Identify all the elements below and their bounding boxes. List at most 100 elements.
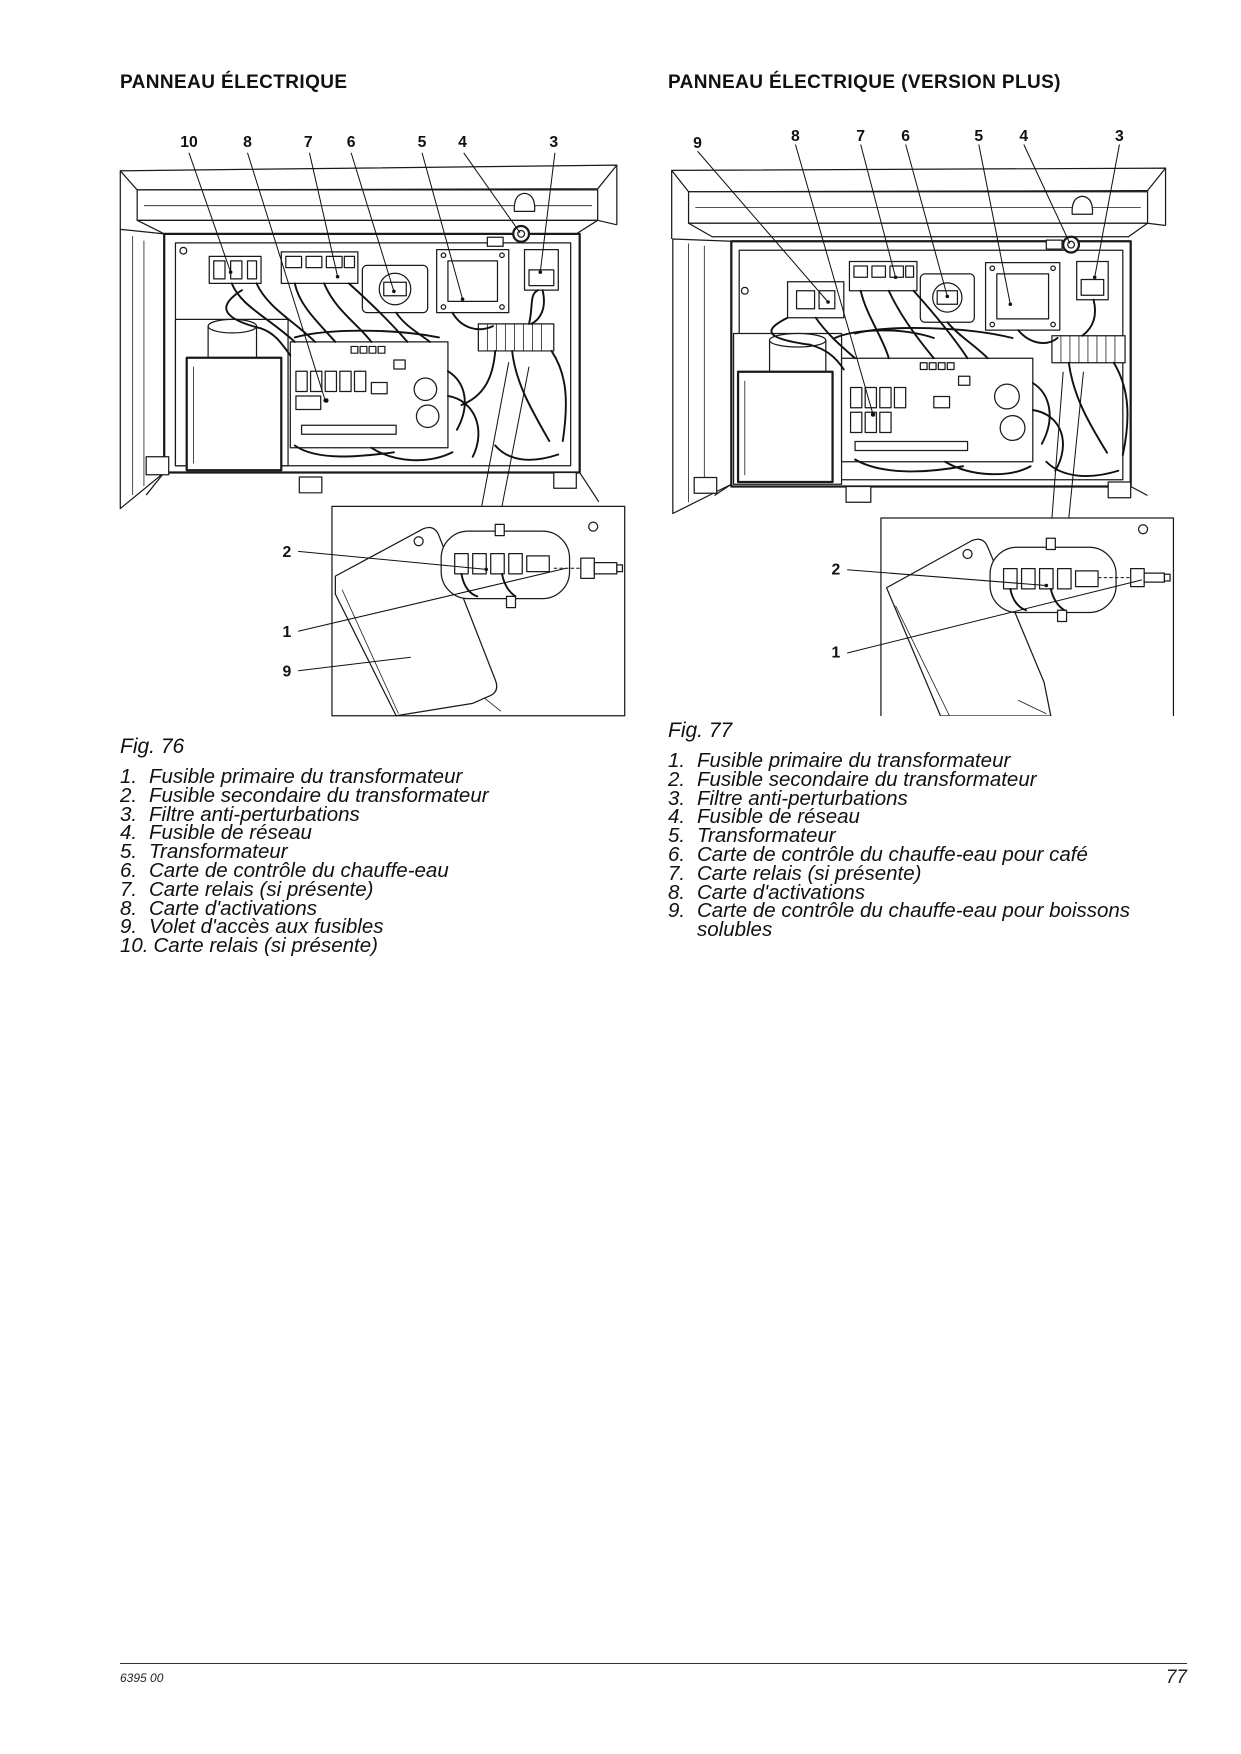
wiring-harness [770, 289, 1129, 477]
legend-item: 6. Carte de contrôle du chauffe-eau [120, 858, 640, 882]
legend-text: Carte relais (si présente) [153, 934, 378, 958]
legend-text: Carte d'activations [697, 880, 865, 904]
legend-number: 8. [120, 896, 138, 920]
callout-2: 2 [832, 561, 841, 578]
transformer [984, 262, 1061, 331]
legend-number: 8. [668, 880, 686, 904]
legend-text: Volet d'accès aux fusibles [149, 915, 384, 939]
legend-item: 5. Transformateur [668, 824, 1208, 848]
legend-number: 4. [668, 805, 686, 829]
legend-item: 9. Carte de contrôle du chauffe-eau pour … [668, 899, 1208, 942]
callout-1: 1 [283, 624, 292, 641]
legend-text: Fusible de réseau [149, 821, 312, 845]
callout-5: 5 [418, 134, 427, 151]
legend-number: 9. [668, 899, 686, 923]
legend-item: 6. Carte de contrôle du chauffe-eau pour … [668, 842, 1208, 866]
legend-text: Filtre anti-perturbations [697, 786, 908, 810]
section-heading-electrical-panel-plus: PANNEAU ÉLECTRIQUE (VERSION PLUS) [668, 72, 1061, 93]
legend-number: 6. [120, 858, 138, 882]
mains-fuse [1062, 235, 1081, 254]
figure-77-electrical-panel-plus: 9 8 7 6 5 4 3 2 1 [671, 128, 1175, 716]
callout-leader-lines [188, 152, 567, 672]
terminal-block [477, 323, 555, 352]
legend-item: 9. Volet d'accès aux fusibles [120, 915, 640, 939]
figure-76-electrical-panel: 10 8 7 6 5 4 3 2 1 9 [119, 134, 626, 717]
legend-item: 7. Carte relais (si présente) [120, 877, 640, 901]
callout-8: 8 [791, 128, 800, 145]
legend-number: 7. [120, 877, 138, 901]
legend-text: Carte relais (si présente) [697, 861, 922, 885]
footer-rule [120, 1663, 1187, 1664]
legend-number: 7. [668, 861, 686, 885]
legend-item: 5.Transformateur [120, 840, 640, 864]
legend-text: Carte de contrôle du chauffe-eau pour ca… [697, 842, 1088, 866]
callout-7: 7 [304, 134, 313, 151]
legend-text: Carte de contrôle du chauffe-eau [149, 858, 449, 882]
lower-left-module [732, 332, 843, 485]
detail-leader-lines [1051, 371, 1084, 519]
legend-text: Transformateur [149, 840, 288, 864]
callout-4: 4 [1019, 128, 1028, 145]
page-number: 77 [1165, 1667, 1187, 1688]
legend-text: Carte relais (si présente) [149, 877, 374, 901]
legend-item: 7. Carte relais (si présente) [668, 861, 1208, 885]
legend-number: 10. [120, 934, 149, 958]
section-heading-electrical-panel: PANNEAU ÉLECTRIQUE [120, 72, 348, 93]
wiring-harness [225, 282, 567, 462]
legend-number: 5. [668, 824, 686, 848]
callout-leader-lines [697, 144, 1143, 654]
callout-1: 1 [832, 645, 841, 662]
legend-text: Fusible primaire du transformateur [697, 749, 1011, 772]
callout-6: 6 [901, 128, 910, 145]
legend-number: 9. [120, 915, 138, 939]
legend-item: 3. Filtre anti-perturbations [120, 802, 640, 826]
legend-text: Fusible secondaire du transformateur [697, 767, 1037, 791]
legend-text: Fusible de réseau [697, 805, 860, 829]
legend-item: 8. Carte d'activations [668, 880, 1208, 904]
interference-filter [1076, 260, 1109, 301]
relay-board-10 [208, 255, 262, 285]
callout-2: 2 [283, 544, 292, 561]
callout-9: 9 [283, 663, 292, 680]
legend-item: 2. Fusible secondaire du transformateur [120, 783, 640, 807]
legend-number: 1. [120, 765, 138, 788]
legend-text: Carte de contrôle du chauffe-eau pour bo… [697, 899, 1131, 942]
legend-item: 8. Carte d'activations [120, 896, 640, 920]
cabinet-lid [671, 167, 1167, 239]
legend-text: Transformateur [697, 824, 836, 848]
callout-3: 3 [549, 134, 558, 151]
document-code: 6395 00 [120, 1671, 164, 1685]
activation-board [289, 341, 449, 449]
mains-fuse [512, 224, 531, 243]
legend-text: Fusible primaire du transformateur [149, 765, 463, 788]
heater-control-board [361, 264, 429, 314]
legend-item: 1. Fusible primaire du transformateur [120, 765, 640, 788]
legend-number: 6. [668, 842, 686, 866]
terminal-block [1051, 335, 1126, 364]
legend-number: 3. [668, 786, 686, 810]
relay-board-7 [280, 251, 359, 285]
legend-item: 1.Fusible primaire du transformateur [668, 749, 1208, 772]
legend-number: 3. [120, 802, 138, 826]
figure-caption-76: Fig. 76 [120, 735, 185, 758]
legend-number: 2. [120, 783, 138, 807]
callout-7: 7 [856, 128, 865, 145]
callout-4: 4 [458, 134, 467, 151]
legend-item: 4. Fusible de réseau [668, 805, 1208, 829]
legend-item: 10.Carte relais (si présente) [120, 934, 640, 958]
legend-item: 3. Filtre anti-perturbations [668, 786, 1208, 810]
legend-number: 2. [668, 767, 686, 791]
fuse-detail-inset [331, 505, 626, 717]
legend-text: Fusible secondaire du transformateur [149, 783, 489, 807]
figure-caption-77: Fig. 77 [668, 719, 733, 742]
legend-item: 2. Fusible secondaire du transformateur [668, 767, 1208, 791]
callout-3: 3 [1115, 128, 1124, 145]
legend-text: Carte d'activations [149, 896, 317, 920]
lower-left-module [174, 318, 289, 472]
callout-6: 6 [347, 134, 356, 151]
callout-5: 5 [974, 128, 983, 145]
legend-text: Filtre anti-perturbations [149, 802, 360, 826]
legend-item: 4.Fusible de réseau [120, 821, 640, 845]
callout-10: 10 [180, 134, 198, 151]
transformer [436, 248, 510, 314]
